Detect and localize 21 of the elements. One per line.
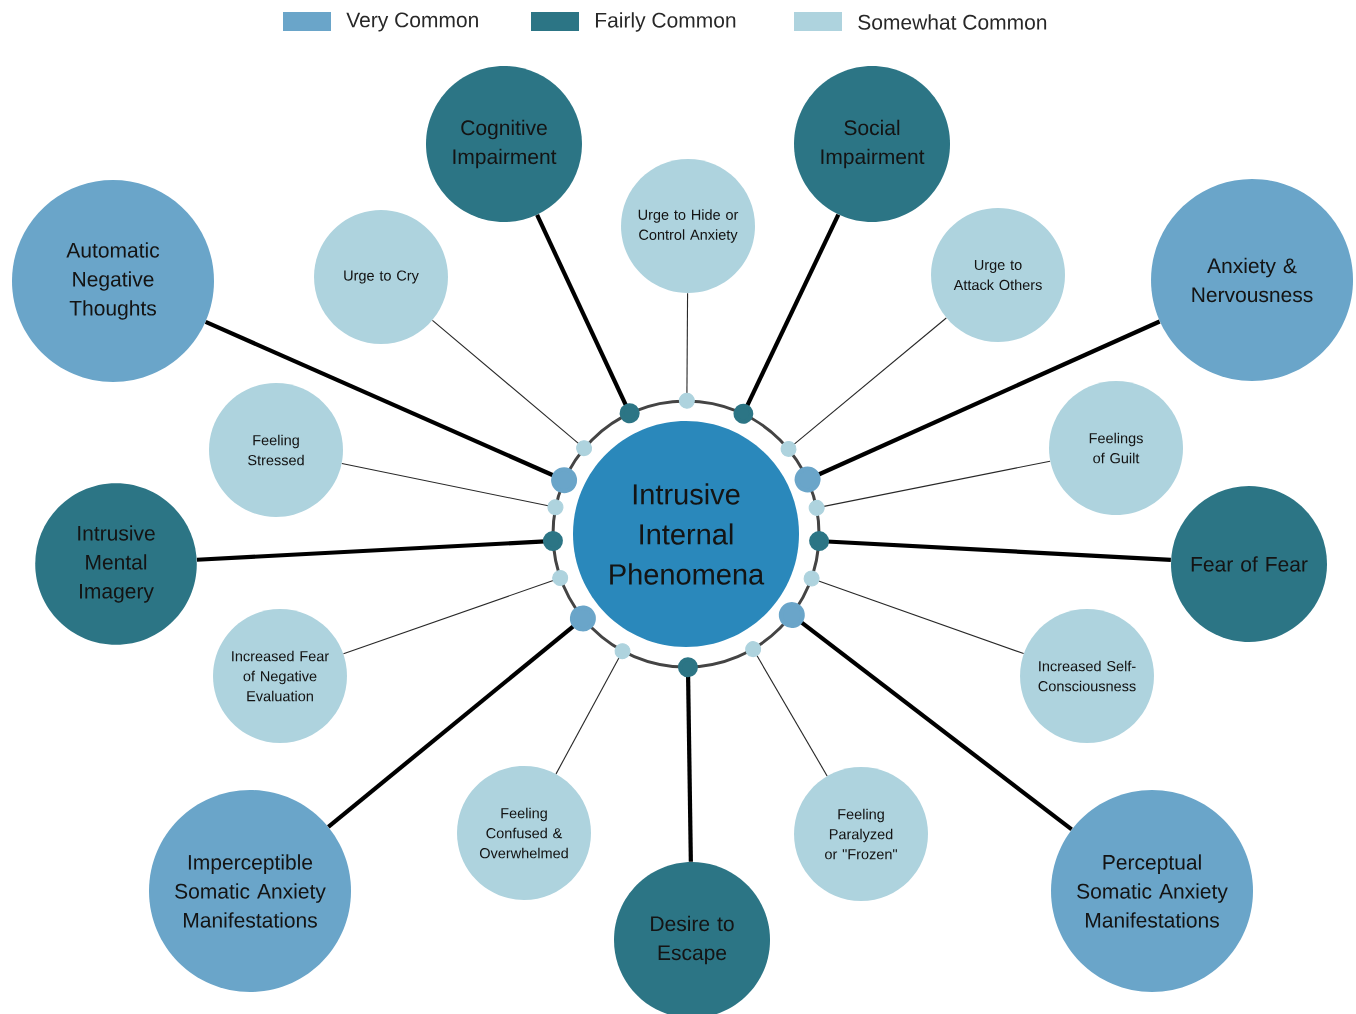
connector-line — [342, 570, 569, 655]
connector-line — [809, 531, 1171, 562]
connector-line — [196, 531, 563, 562]
connector-line — [678, 657, 698, 862]
connector-line — [204, 320, 578, 494]
connector-line — [794, 319, 1161, 493]
connector-line — [780, 317, 947, 457]
connector-line — [535, 214, 640, 424]
connector-line — [808, 460, 1051, 516]
connector-line — [745, 641, 828, 777]
legend-label: Very Common — [346, 12, 478, 32]
connector-line — [555, 643, 631, 775]
connector-line — [678, 292, 695, 409]
connector-line — [803, 570, 1025, 655]
connector-line — [431, 319, 593, 457]
connector-line — [341, 462, 564, 516]
legend-label: Fairly Common — [596, 12, 736, 32]
connector-line — [778, 602, 1073, 832]
connector-line — [327, 605, 596, 829]
connector-line — [733, 213, 841, 424]
legend-label: Somewhat Common — [858, 14, 1047, 30]
